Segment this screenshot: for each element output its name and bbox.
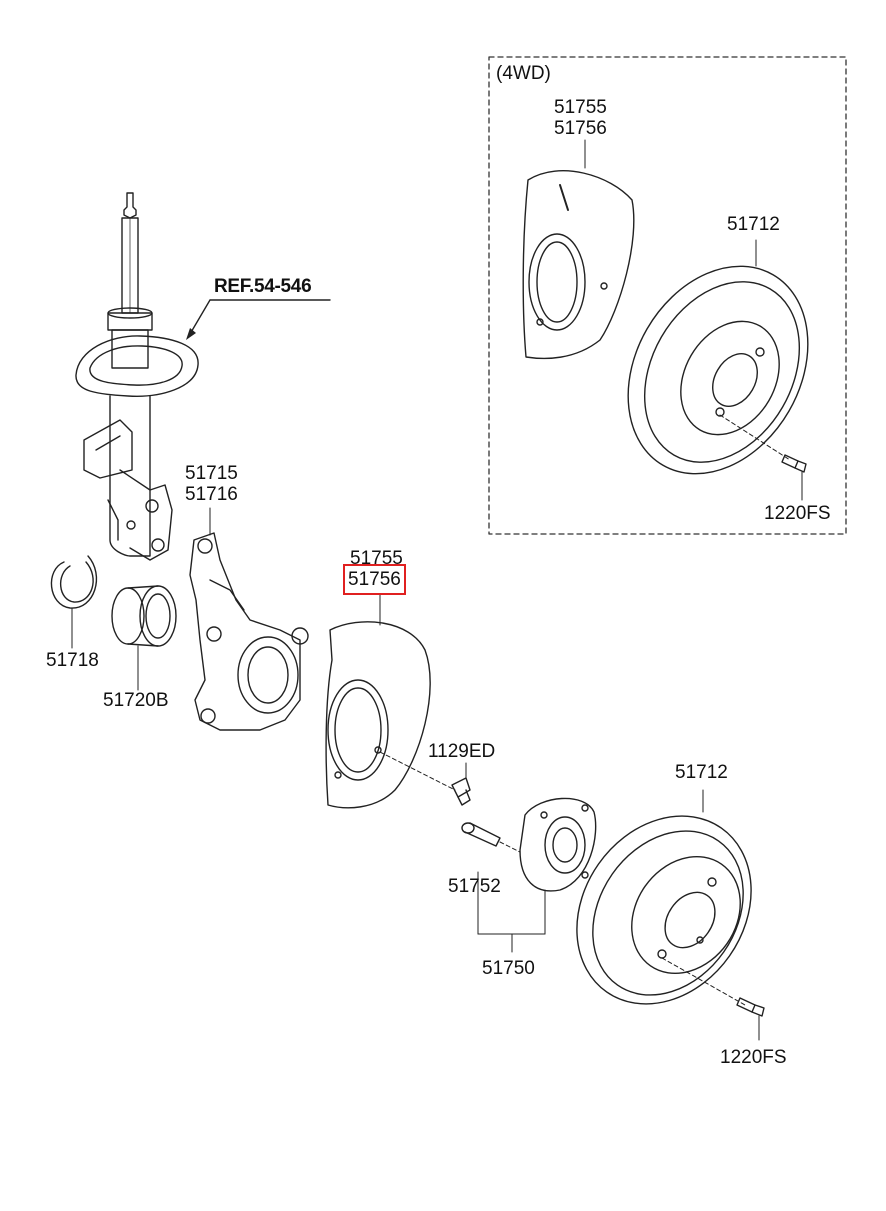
hub-51750 [477,797,597,953]
bolt-1129ED [451,762,471,806]
label-51752[interactable]: 51752 [448,876,501,897]
label-51715[interactable]: 51715 [185,463,238,484]
rotor-4wd [627,239,809,475]
ref-leader-line [189,299,331,335]
bearing-51720B [111,585,177,691]
rotor-51712 [576,789,752,1006]
bolt-1220FS-main [736,997,765,1041]
label-51718[interactable]: 51718 [46,650,99,671]
label-51756-4wd[interactable]: 51756 [554,118,607,139]
label-1129ED[interactable]: 1129ED [428,741,496,762]
dust-cover-51756 [325,594,456,809]
label-51712-4wd[interactable]: 51712 [727,214,780,235]
ref-label[interactable]: REF.54-546 [214,276,312,297]
label-51755-4wd[interactable]: 51755 [554,97,607,118]
label-1220FS-main[interactable]: 1220FS [720,1047,787,1068]
bolt-1220FS-4wd [781,454,807,501]
knuckle-51715 [189,507,309,731]
inset-4wd-label: (4WD) [496,63,551,84]
inset-4wd-border [488,56,847,535]
hub-bolt-51752 [461,822,521,935]
label-51755-main[interactable]: 51755 [350,548,403,569]
dust-cover-4wd [522,139,635,360]
label-51756-main[interactable]: 51756 [343,564,406,595]
label-51750[interactable]: 51750 [482,958,535,979]
label-51720B[interactable]: 51720B [103,690,169,711]
label-51712-main[interactable]: 51712 [675,762,728,783]
label-51716[interactable]: 51716 [185,484,238,505]
label-1220FS-4wd[interactable]: 1220FS [764,503,831,524]
strut-assembly [75,192,199,561]
snap-ring-51718 [50,555,98,649]
